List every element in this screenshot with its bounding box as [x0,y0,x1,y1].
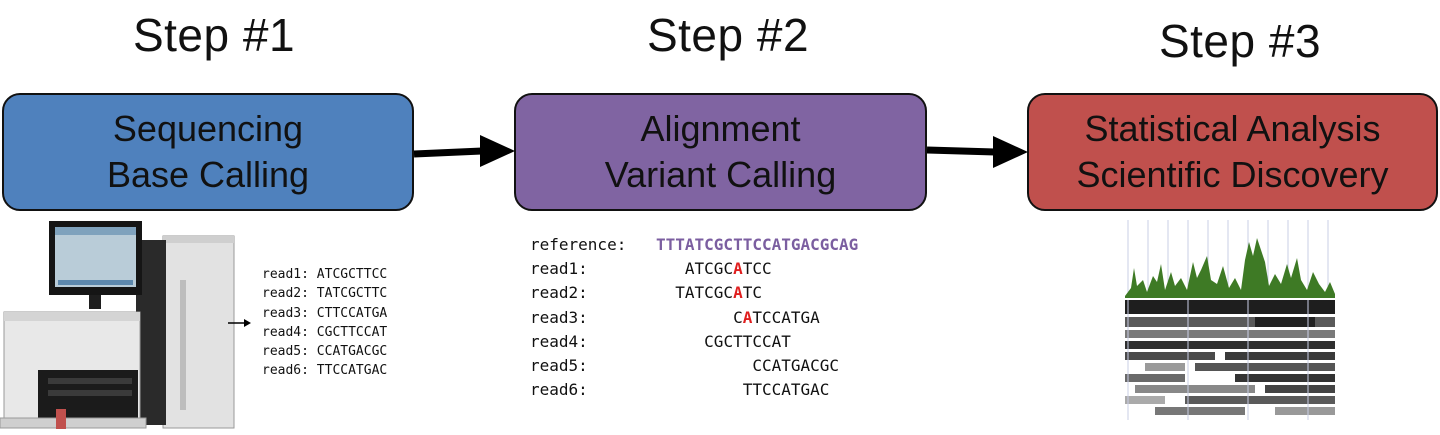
aligned-read-row: read5: CCATGACGC [530,354,858,378]
aligned-read-sequence: CGCTTCCAT [704,331,791,351]
read-label: read1: [262,267,309,282]
aligned-read-label: read4: [530,331,588,351]
reference-label: reference: [530,235,627,254]
read-sequence: ATCGCTTCC [316,267,388,282]
read-label: read2: [262,286,309,302]
read-sequence: CGCTTCCAT [316,324,388,340]
arrow-right-icon [228,319,251,327]
read-row: read4: CGCTTCCAT [262,323,387,342]
variant-base: A [733,283,743,303]
analysis-box-line2: Scientific Discovery [1076,154,1389,195]
read-label: read3: [262,305,309,321]
aligned-read-sequence: TATCGCATC [675,283,762,303]
variant-base: A [733,259,743,279]
analysis-box-line1: Statistical Analysis [1084,108,1381,149]
step2-title: Step #2 [646,9,810,61]
aligned-read-row: read2: TATCGCATC [530,281,858,305]
aligned-read-row: read6: TTCCATGAC [530,378,858,402]
aligned-read-sequence: CCATGACGC [752,355,840,375]
step3-title: Step #3 [1158,15,1322,67]
read-label: read5: [262,344,309,360]
sequencing-box: Sequencing Base Calling [2,93,414,211]
read-label: read4: [262,324,309,340]
aligned-read-label: read3: [530,307,588,327]
arrow-right-icon [927,136,1028,168]
aligned-read-row: read3: CATCCATGA [530,306,858,330]
read-sequence: TTCCATGAC [316,363,388,379]
read-row: read5: CCATGACGC [262,342,387,361]
analysis-box: Statistical Analysis Scientific Discover… [1027,93,1438,211]
read-row: read6: TTCCATGAC [262,361,387,380]
sequencer-machine-icon [0,221,235,429]
aligned-read-label: read5: [530,355,588,375]
variant-base: A [742,307,753,327]
read-sequence: TATCGCTTC [316,286,388,302]
read-sequence: CTTCCATGA [316,305,388,321]
read-row: read1: ATCGCTTCC [262,265,387,284]
read-label: read6: [262,363,309,379]
aligned-read-sequence: CATCCATGA [733,307,820,327]
aligned-read-sequence: TTCCATGAC [742,380,830,400]
arrow-right-icon [414,135,515,167]
reference-row: reference: TTTATCGCTTCCATGACGCAG [530,233,858,257]
alignment-box-line1: Alignment [640,108,801,149]
alignment-box-line2: Variant Calling [604,154,837,195]
sequencing-box-line1: Sequencing [112,108,304,149]
step1-title: Step #1 [132,9,296,61]
aligned-read-row: read1: ATCGCATCC [530,257,858,281]
read-sequence: CCATGACGC [316,344,388,360]
genome-browser-icon [1125,220,1335,420]
aligned-read-row: read4: CGCTTCCAT [530,330,858,354]
aligned-read-sequence: ATCGCATCC [684,259,772,279]
aligned-read-label: read1: [530,259,588,279]
read-row: read2: TATCGCTTC [262,284,387,303]
alignment-block: reference: TTTATCGCTTCCATGACGCAG read1: A… [530,233,858,402]
read-row: read3: CTTCCATGA [262,304,387,323]
reference-sequence: TTTATCGCTTCCATGACGCAG [656,235,859,254]
aligned-read-label: read6: [530,380,588,400]
alignment-box: Alignment Variant Calling [514,93,927,211]
aligned-read-label: read2: [530,283,588,303]
sequencing-box-line2: Base Calling [106,154,310,195]
